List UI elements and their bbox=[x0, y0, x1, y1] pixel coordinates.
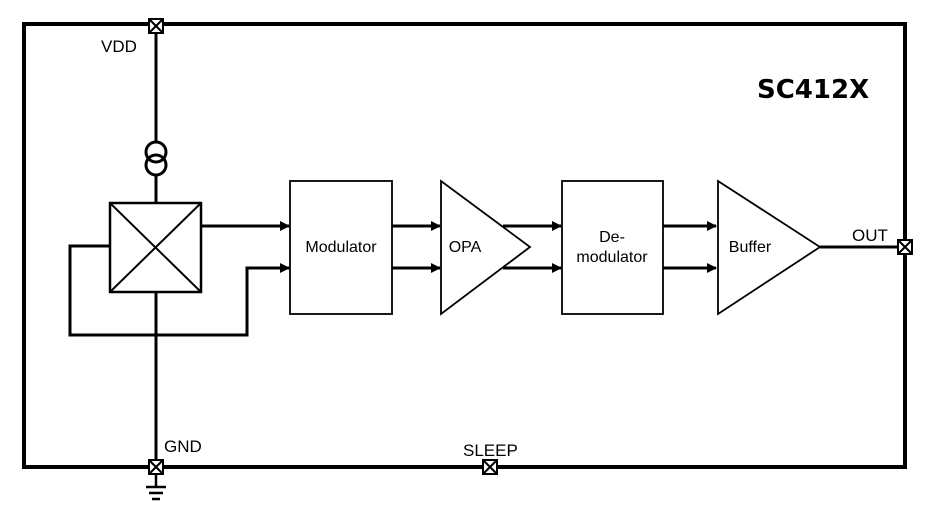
sensor-output-bottom bbox=[68, 244, 290, 337]
demodulator-label-line1: De- bbox=[599, 229, 625, 246]
modulator-block bbox=[289, 180, 393, 315]
sleep-pin-icon bbox=[482, 459, 498, 475]
gnd-label: GND bbox=[164, 437, 202, 456]
out-pin-icon bbox=[897, 239, 913, 255]
hall-sensor bbox=[108, 201, 203, 294]
gnd-pin-icon bbox=[148, 459, 164, 475]
opa-block bbox=[440, 179, 532, 316]
ground-symbol-icon bbox=[146, 473, 166, 501]
demodulator-label-line2: modulator bbox=[576, 249, 648, 266]
buffer-block bbox=[717, 179, 822, 316]
modulator-label: Modulator bbox=[305, 239, 377, 256]
vdd-label: VDD bbox=[101, 37, 137, 56]
vdd-pin-icon bbox=[148, 18, 164, 34]
current-source-icon bbox=[144, 140, 168, 177]
buffer-label: Buffer bbox=[729, 239, 772, 256]
demodulator-block bbox=[561, 180, 664, 315]
out-label: OUT bbox=[852, 226, 888, 245]
sleep-label: SLEEP bbox=[463, 441, 518, 460]
opa-label: OPA bbox=[449, 239, 482, 256]
chip-title: SC412X bbox=[757, 75, 869, 105]
